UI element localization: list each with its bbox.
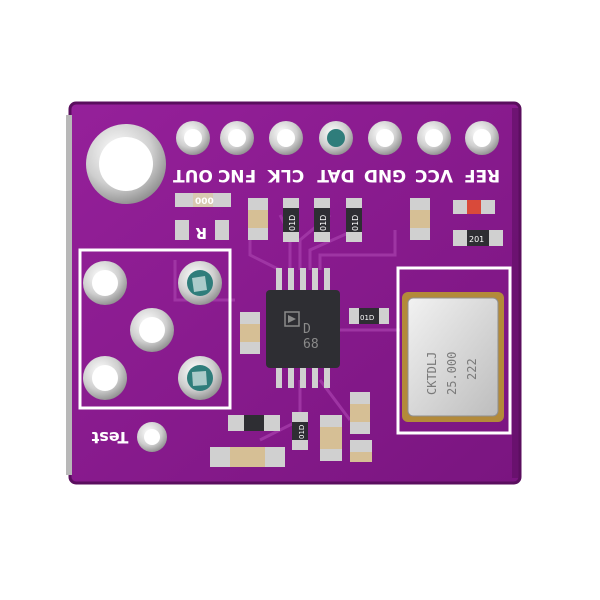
capacitor <box>240 312 260 354</box>
capacitor <box>320 415 342 461</box>
led <box>453 200 495 214</box>
pin-label-fnc: FNC <box>218 165 256 185</box>
header-pad-ref <box>465 121 499 155</box>
ic-chip: D 68 <box>266 268 340 388</box>
connector-pads <box>83 261 222 400</box>
inductor: R <box>175 220 229 242</box>
connector-pad <box>83 261 127 305</box>
header-pad-clk <box>269 121 303 155</box>
ic-marking-line1: D <box>303 322 311 337</box>
component-mark-l1: R <box>195 224 207 242</box>
resistor: 01D <box>283 198 299 242</box>
pin-labels: OUT FNC CLK DAT GND VCC REF <box>173 165 500 185</box>
component-mark-r2: 01D <box>319 215 328 231</box>
connector-pad <box>178 356 222 400</box>
crystal-oscillator: CKTDLJ 25.000 222 <box>402 292 504 422</box>
resistor <box>228 415 280 431</box>
capacitor <box>248 198 268 240</box>
resistor: 01D <box>314 198 330 242</box>
capacitor <box>210 447 285 467</box>
connector-pad <box>130 308 174 352</box>
pin-label-vcc: VCC <box>415 165 453 185</box>
oscillator-marking-line3: 222 <box>465 358 479 380</box>
test-label: Test <box>91 428 128 447</box>
header-pad-vcc <box>417 121 451 155</box>
capacitor: 000 <box>175 193 231 207</box>
pin-label-out: OUT <box>173 165 213 185</box>
header-pad-gnd <box>368 121 402 155</box>
connector-pad <box>178 261 222 305</box>
oscillator-marking-line1: CKTDLJ <box>425 352 439 395</box>
mounting-hole <box>86 124 166 204</box>
silkscreen-outline <box>78 248 512 435</box>
left-edge <box>66 115 72 475</box>
resistor: 201 <box>453 230 503 246</box>
resistor: 01D <box>346 198 362 242</box>
pin-label-gnd: GND <box>364 165 406 185</box>
ic-marking-line2: 68 <box>303 337 319 352</box>
component-mark-c1: 000 <box>195 197 214 207</box>
header-pads <box>176 121 499 155</box>
capacitor <box>410 198 430 240</box>
capacitor <box>350 392 370 434</box>
header-pad-dat <box>319 121 353 155</box>
oscillator-marking-line2: 25.000 <box>445 352 459 395</box>
component-mark-r4: 01D <box>360 314 374 322</box>
pin-label-clk: CLK <box>267 165 304 185</box>
capacitor <box>350 440 372 462</box>
pin-label-ref: REF <box>464 165 500 185</box>
header-pad-out <box>176 121 210 155</box>
header-pad-fnc <box>220 121 254 155</box>
ic-logo <box>284 311 300 327</box>
resistor: 01D <box>349 308 389 324</box>
resistor: 01D <box>292 412 308 450</box>
component-mark-r1: 01D <box>288 215 297 231</box>
connector-pad <box>83 356 127 400</box>
pin-label-dat: DAT <box>317 165 355 185</box>
component-mark-r6: 01D <box>298 425 306 439</box>
component-mark-r5: 201 <box>469 235 484 244</box>
component-mark-r3: 01D <box>351 215 360 231</box>
smd-components: 000 R 01D 01D 01D <box>175 193 503 467</box>
test-point: Test <box>91 422 167 452</box>
